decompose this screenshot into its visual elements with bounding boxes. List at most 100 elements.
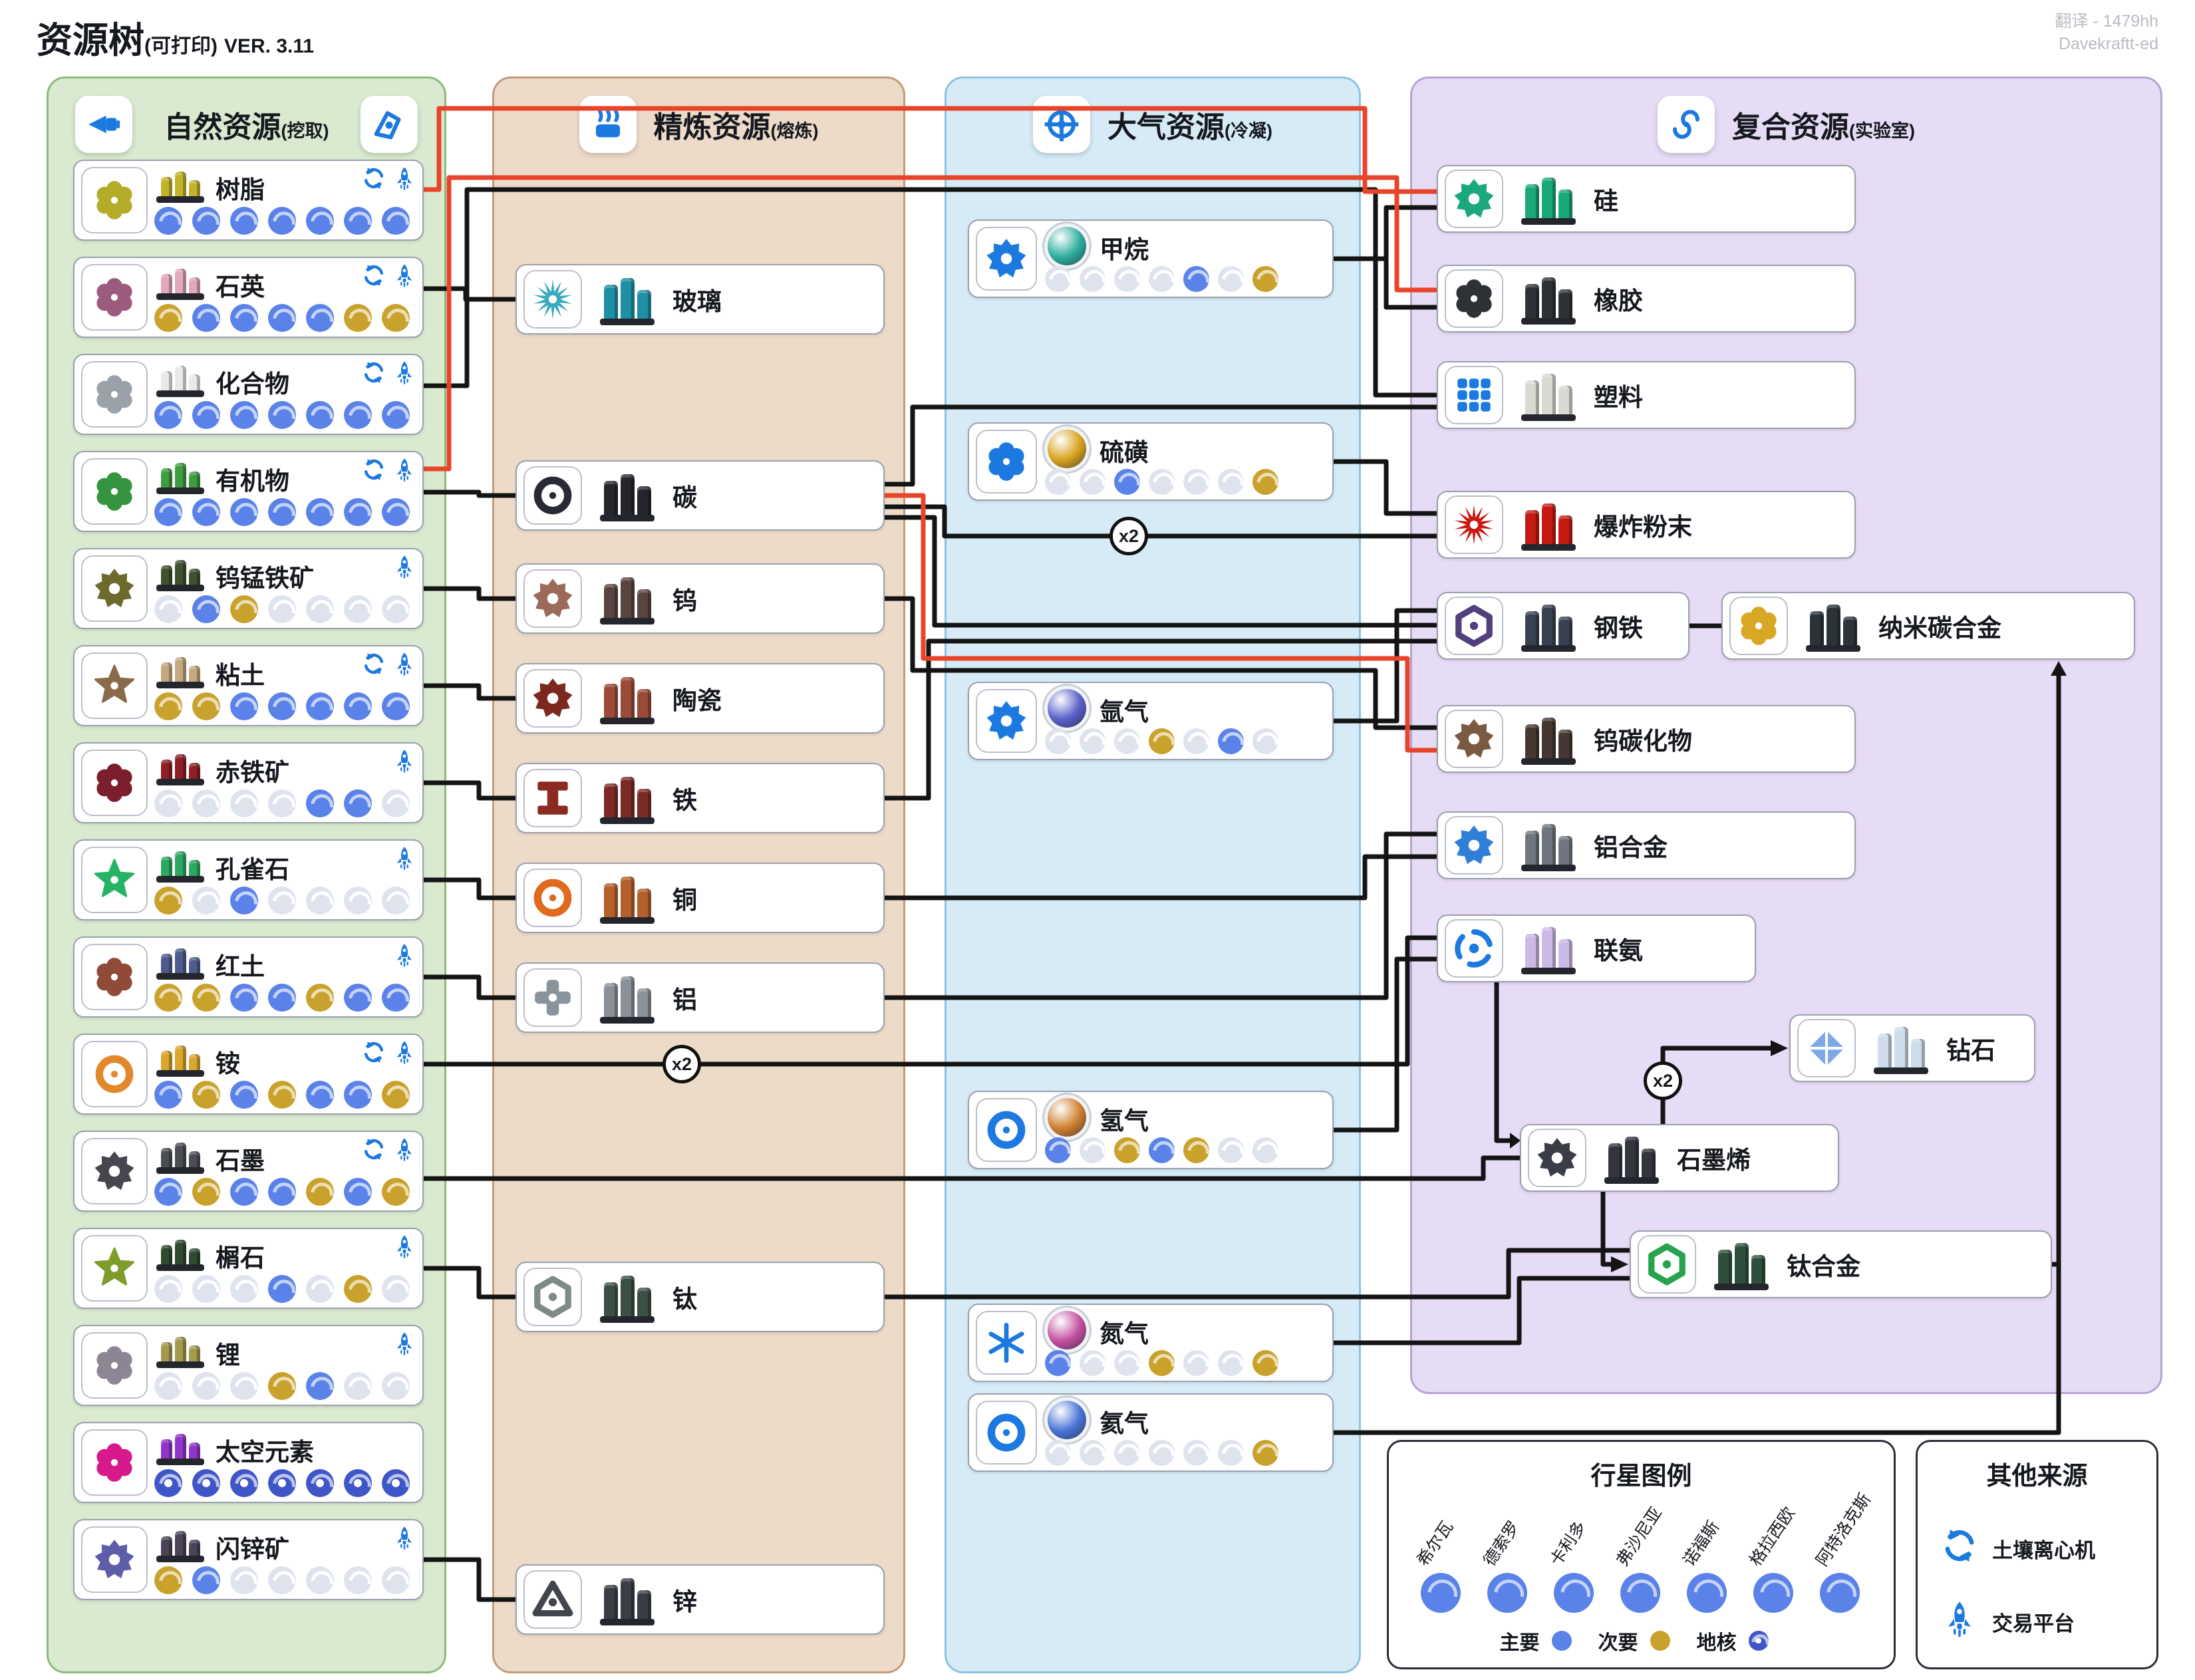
planet-dot-6-none — [382, 887, 410, 914]
planet-dot-4-none — [306, 1275, 334, 1303]
natural-card-graphite: 石墨 — [73, 1131, 424, 1212]
resource-name: 玻璃 — [672, 288, 722, 315]
planet-dot-1-secondary — [192, 1081, 220, 1109]
planet-dot-1-secondary — [192, 1178, 220, 1206]
planet-dot-1-none — [192, 1372, 220, 1400]
nanocarbon-alloy-image — [1804, 600, 1862, 652]
chemistry-lab-icon — [1658, 96, 1715, 153]
refined-card-tungsten: 钨 — [515, 563, 885, 634]
nitrogen-image — [1048, 1311, 1086, 1349]
composite-card-graphene: 石墨烯 — [1520, 1124, 1839, 1192]
trade-platform-icon — [392, 1234, 417, 1259]
soil-centrifuge-icon — [1940, 1526, 1979, 1570]
planet-dot-4-primary — [306, 789, 334, 817]
ammonium-image — [154, 1038, 206, 1077]
planet-dot-0-primary — [154, 1081, 182, 1109]
planet-name-label: 德索罗 — [1480, 1518, 1524, 1570]
planet-availability — [1045, 469, 1327, 495]
planet-dot-6-primary — [382, 498, 410, 526]
planet-dot-5-primary — [344, 692, 372, 720]
primary-label: 主要 — [1499, 1632, 1540, 1654]
planet-dot-3-none — [1149, 1440, 1175, 1466]
planet-dot-3-none — [268, 789, 296, 817]
ceramic-image — [598, 672, 657, 724]
soil-centrifuge-icon — [361, 263, 386, 288]
planet-dot-6-none — [382, 595, 410, 623]
multiplier-label: x2 — [671, 1053, 692, 1074]
planet-dot-1-primary — [192, 401, 220, 429]
planet-dot-6-secondary — [1252, 1350, 1278, 1376]
lithium-image — [154, 1330, 206, 1368]
planet-dot-2-none — [1114, 266, 1140, 292]
planet-dot-6-secondary — [1252, 266, 1278, 292]
planet-name-label: 卡利多 — [1546, 1518, 1590, 1570]
planet-dot-6-primary — [382, 984, 410, 1012]
planet-availability — [154, 401, 417, 429]
resource-name: 氮气 — [1099, 1320, 1149, 1347]
planet-dot-6-primary — [382, 207, 410, 235]
planet-legend-planets: 希尔瓦 德索罗 卡利多 弗沙尼亚 诺福斯 格拉西欧 阿特洛克斯 — [1389, 1442, 1894, 1667]
planet-dot-2-core — [230, 1469, 258, 1497]
planet-availability — [1045, 1440, 1327, 1466]
hydrogen-image — [1048, 1098, 1086, 1137]
resource-name: 钛合金 — [1787, 1253, 1860, 1280]
planet-name-label: 诺福斯 — [1680, 1518, 1723, 1570]
core-label: 地核 — [1696, 1632, 1737, 1654]
planet-dot-1-none — [1080, 728, 1105, 754]
hydrogen-glyph-icon — [976, 1098, 1037, 1162]
resource-name: 氩气 — [1099, 698, 1149, 726]
core-dot — [1748, 1631, 1769, 1651]
resource-name: 钛 — [672, 1286, 697, 1313]
planet-dot-5-primary — [344, 1081, 372, 1109]
resource-name: 石英 — [216, 273, 265, 301]
compound-glyph-icon — [81, 361, 148, 428]
planet-dot-4-none — [1183, 1440, 1209, 1466]
diamond-image — [1872, 1022, 1930, 1074]
planet-dot-2-secondary — [230, 595, 258, 623]
planet-dot-3-secondary — [1149, 1350, 1175, 1376]
planet-legend-keys: 主要 次要 地核 — [1389, 1626, 1894, 1655]
trade-platform-row: 交易平台 — [1940, 1600, 2156, 1643]
carbon-image — [598, 470, 657, 521]
planet-dot-6-none — [1252, 728, 1278, 754]
planet-dot-3-none — [1149, 266, 1175, 292]
planet-dot-4-secondary — [306, 984, 334, 1012]
resource-name: 粘土 — [216, 662, 265, 689]
column-title-text: 自然资源 — [164, 111, 281, 144]
planet-dot-3-primary — [268, 1275, 296, 1303]
graphene-glyph-icon — [1528, 1129, 1586, 1187]
planet-dot-1-primary — [192, 498, 220, 526]
atmospheric-card-argon: 氩气 — [968, 682, 1334, 760]
titanium-glyph-icon — [523, 1268, 582, 1326]
soil-centrifuge-icon — [361, 1040, 386, 1065]
planet-dot-6-none — [382, 1566, 410, 1594]
planet-dot-3-primary — [268, 207, 296, 235]
resource-name: 锌 — [672, 1588, 697, 1615]
planet-dot-2-primary — [230, 887, 258, 914]
planet-dot-3-primary — [1149, 1137, 1175, 1163]
silicone-image — [1519, 173, 1578, 225]
composite-card-titanium-alloy: 钛合金 — [1630, 1230, 2052, 1298]
resource-name: 氦气 — [1099, 1410, 1149, 1437]
rubber-glyph-icon — [1445, 269, 1503, 328]
credit-line-1: 翻译 - 1479hh — [2055, 12, 2158, 31]
atmospheric-card-hydrogen: 氢气 — [968, 1091, 1334, 1169]
planet-availability — [154, 1178, 417, 1206]
ceramic-glyph-icon — [523, 669, 582, 728]
planet-dot-0-core — [154, 1469, 182, 1497]
planet-dot-3-secondary — [268, 1081, 296, 1109]
column-title-text: 大气资源 — [1107, 111, 1225, 144]
lithium-glyph-icon — [81, 1332, 148, 1399]
laterite-image — [154, 941, 206, 980]
planet-dot-1-none — [192, 887, 220, 914]
hematite-image — [154, 747, 206, 785]
planet-dot-5-none — [1218, 266, 1244, 292]
composite-card-nanocarbon-alloy: 纳米碳合金 — [1721, 592, 2135, 660]
natural-card-astronium: 太空元素 — [73, 1422, 424, 1503]
carbon-glyph-icon — [523, 466, 582, 525]
planet-name-label: 阿特洛克斯 — [1813, 1490, 1875, 1570]
planet-availability — [1045, 1350, 1327, 1376]
legend-planet-4: 诺福斯 — [1680, 1518, 1728, 1614]
title-main: 资源树 — [37, 21, 144, 61]
resource-name: 钨碳化物 — [1594, 728, 1692, 755]
